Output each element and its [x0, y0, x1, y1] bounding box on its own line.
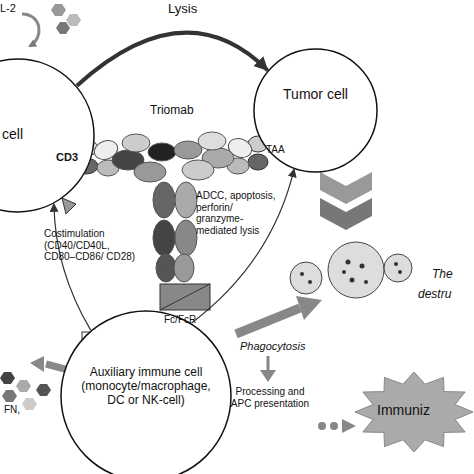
cell-circle: cell	[0, 58, 95, 213]
starburst-node: Immuniz	[355, 372, 473, 452]
chevron	[320, 198, 372, 230]
hexagon	[36, 384, 51, 396]
annotation-label: The	[432, 268, 453, 282]
connector-arrow	[192, 169, 295, 323]
annotation-label: Triomab	[150, 104, 194, 118]
taa-receptor	[248, 154, 268, 170]
annotation-label: TAA	[266, 144, 285, 156]
node-label: Tumor cell	[268, 86, 363, 102]
processing-arrow	[260, 370, 276, 382]
phagocytosis-arrow	[296, 296, 322, 320]
annotation-label: Fc/FcR	[164, 314, 196, 326]
edge-label: Lysis	[168, 2, 218, 17]
node-label: Immuniz	[377, 402, 467, 418]
hexagon	[22, 398, 37, 410]
fc-receptor	[160, 284, 210, 310]
annotation-label: FN,	[4, 404, 20, 416]
annotation-label: L-2	[0, 2, 16, 15]
hexagon	[2, 390, 17, 402]
connector-arrow	[77, 33, 268, 86]
annotation-label: destru	[418, 288, 451, 302]
edge-label: ADCC, apoptosis, perforin/ granzyme- med…	[196, 190, 276, 236]
connector-arrow	[54, 204, 91, 330]
presentation-arrow	[342, 419, 356, 433]
chevron	[320, 172, 372, 204]
node-label: cell	[2, 126, 42, 142]
fc-receptor	[160, 284, 210, 310]
annotation-label: CD3	[56, 151, 78, 164]
node-label: Auxiliary immune cell (monocyte/macropha…	[74, 366, 218, 407]
hexagon	[66, 14, 81, 26]
hexagon	[56, 22, 70, 34]
annotation-label: Processing and APC presentation	[226, 386, 314, 409]
costim-marker	[62, 198, 76, 214]
hexagon	[51, 4, 66, 16]
annotation-label: Phagocytosis	[240, 340, 305, 353]
hexagon	[16, 380, 31, 392]
edge-label: Costimulation (CD40/CD40L, CD80–CD86/ CD…	[44, 228, 142, 263]
hexagon	[0, 372, 15, 384]
destroyed-cells	[290, 242, 412, 298]
il2-arrow	[22, 14, 39, 46]
cell-circle: Auxiliary immune cell (monocyte/macropha…	[60, 310, 232, 474]
